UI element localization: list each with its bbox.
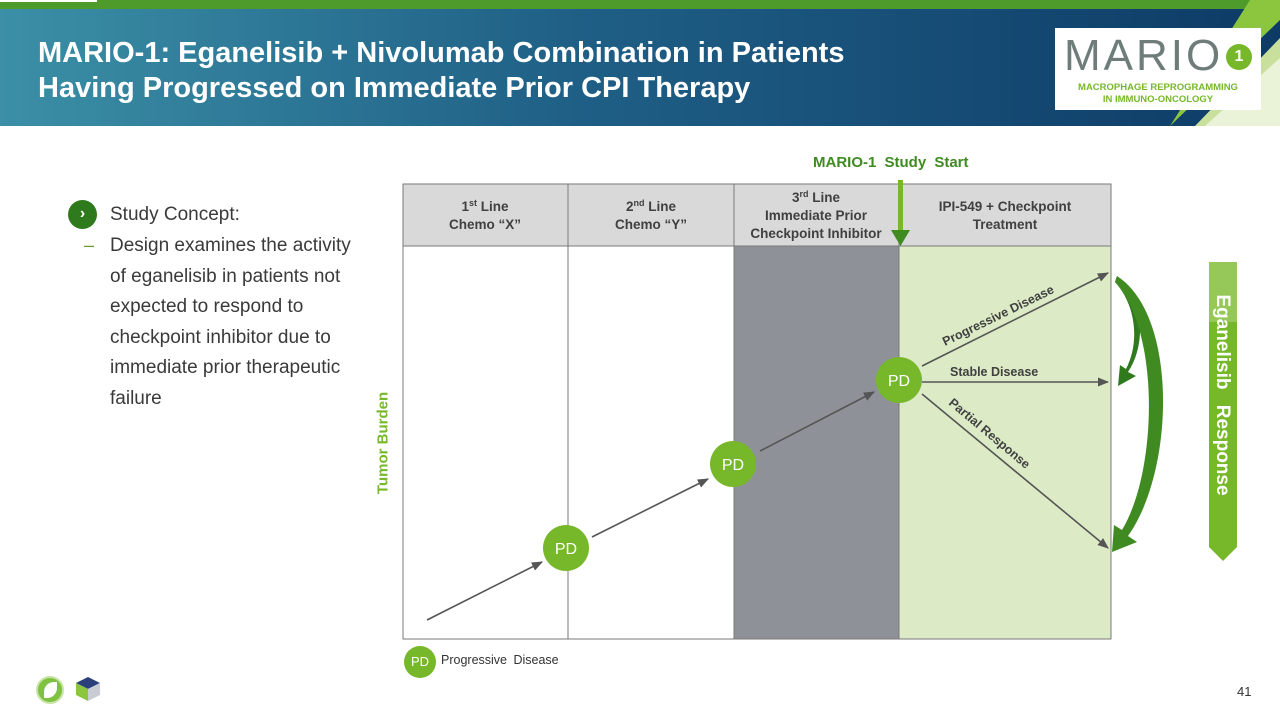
logo-tagline-2: IN IMMUNO-ONCOLOGY	[1102, 94, 1214, 105]
svg-text:PD: PD	[555, 541, 577, 558]
partial-response-arrow	[921, 393, 1109, 549]
column-header-2	[567, 183, 735, 247]
study-start-label: MARIO-1 Study Start	[813, 154, 969, 171]
legend-text: Progressive Disease	[441, 653, 559, 667]
column-1-line-2: Chemo “X”	[449, 217, 521, 232]
progression-arrow-1	[426, 561, 544, 621]
slide-title: MARIO-1: Eganelisib + Nivolumab Combinat…	[38, 36, 998, 106]
response-banner-top	[1209, 262, 1237, 322]
dash-bullet-icon: –	[84, 235, 95, 255]
progression-arrow-2	[591, 478, 710, 538]
column-2-line-1: 2nd Line	[626, 198, 677, 214]
column-body-4	[898, 245, 1112, 640]
pd-node-1: PD	[543, 525, 589, 571]
column-3-line-1: 3rd Line	[792, 189, 841, 205]
response-banner	[1209, 262, 1237, 561]
logo-tagline-1: MACROPHAGE REPROGRAMMING	[1078, 82, 1238, 93]
mario-logo: MARIO 1 MACROPHAGE REPROGRAMMING IN IMMU…	[1055, 28, 1261, 110]
column-3-line-3: Checkpoint Inhibitor	[750, 226, 882, 241]
response-banner-label: Eganelisib Response	[1212, 294, 1233, 496]
column-header-1	[402, 183, 569, 247]
cube-logo-icon	[76, 677, 100, 701]
column-2-line-2: Chemo “Y”	[615, 217, 687, 232]
title-line-2: Having Progressed on Immediate Prior CPI…	[38, 72, 751, 104]
page-number: 41	[1237, 684, 1252, 699]
column-body-2	[567, 245, 735, 640]
progression-arrow-3	[759, 391, 875, 452]
column-body-3	[733, 245, 900, 640]
slide-header: MARIO-1: Eganelisib + Nivolumab Combinat…	[0, 0, 1280, 126]
column-header-3	[733, 183, 900, 247]
legend-pd-symbol: PD	[404, 646, 436, 678]
svg-text:PD: PD	[888, 373, 910, 390]
study-start-arrow	[891, 180, 910, 246]
column-header-4	[898, 183, 1112, 247]
column-4-line-2: Treatment	[973, 217, 1038, 232]
chevron-right-icon: ›	[68, 200, 97, 229]
column-4-line-1: IPI-549 + Checkpoint	[939, 199, 1072, 214]
study-concept-heading: Study Concept:	[110, 204, 240, 225]
column-body-1	[402, 245, 569, 640]
svg-text:PD: PD	[722, 457, 744, 474]
logo-digit: 1	[1226, 44, 1252, 70]
pd-node-2: PD	[710, 441, 756, 487]
top-notch	[0, 0, 97, 2]
stable-disease-label: Stable Disease	[950, 365, 1038, 379]
eganelisib-response-arrows	[1112, 276, 1164, 552]
column-1-line-1: 1st Line	[461, 198, 509, 214]
column-3-line-2: Immediate Prior	[765, 208, 868, 223]
top-accent-bar	[0, 0, 1280, 9]
study-concept-detail: Design examines the activity of eganelis…	[110, 235, 351, 409]
logo-wordmark: MARIO	[1064, 31, 1224, 80]
title-line-1: MARIO-1: Eganelisib + Nivolumab Combinat…	[38, 37, 845, 69]
pd-node-3: PD	[876, 357, 922, 403]
progressive-disease-arrow	[921, 272, 1110, 367]
leaf-logo-icon	[36, 676, 64, 704]
